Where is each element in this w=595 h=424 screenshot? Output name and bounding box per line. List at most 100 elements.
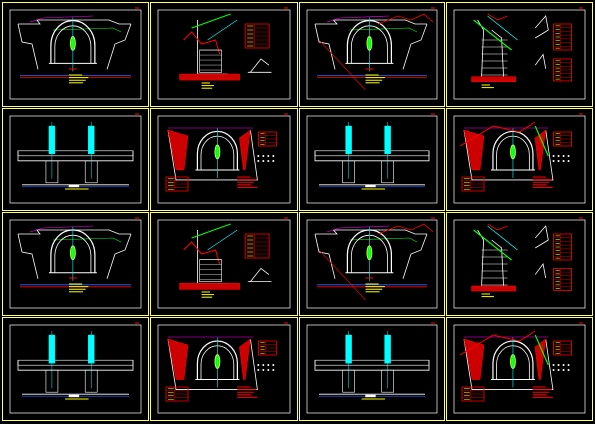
sheet-inner-border (9, 324, 142, 414)
portal-left-wall (17, 233, 39, 279)
title-mark (365, 394, 376, 398)
sheet-frame (150, 108, 298, 211)
drawing-sheet (446, 212, 593, 316)
pier-body (45, 369, 59, 393)
terrain-line (459, 121, 536, 147)
plan-deck (314, 359, 430, 366)
pier-body (84, 369, 98, 393)
pile-dot (552, 155, 555, 157)
pile-dot (257, 160, 260, 162)
sheet-inner-border (306, 324, 438, 414)
green-slope (191, 13, 231, 29)
pier-body (342, 160, 355, 184)
green-slope (191, 223, 231, 239)
pile-dot (272, 160, 275, 162)
sheet-inner-border (453, 219, 586, 309)
sheet-frame (2, 317, 149, 421)
sheet-inner-border (9, 219, 142, 309)
terrain-line (378, 223, 434, 235)
title-mark (68, 394, 80, 398)
red-fill-right (534, 338, 547, 380)
pier-body (84, 160, 98, 184)
pile-dot (562, 369, 565, 371)
red-fill-left (167, 338, 189, 380)
sheet-frame (446, 212, 593, 316)
terrain-line (487, 223, 508, 231)
red-fill-left (167, 129, 189, 171)
portal-outline (167, 129, 258, 181)
plan-deck (17, 359, 134, 366)
slope-line (29, 15, 93, 23)
sheet-inner-border (306, 115, 438, 204)
drawing-sheet (150, 108, 298, 211)
retaining-block (199, 259, 222, 282)
slope-cut-line (318, 249, 366, 301)
pile-dot (267, 369, 270, 371)
sheet-frame (2, 108, 149, 211)
slope-line (29, 225, 93, 233)
small-detail-2 (534, 263, 547, 279)
portal-left-wall (17, 23, 39, 70)
sheet-inner-border (157, 9, 291, 100)
sheet-frame (446, 317, 593, 421)
portal-right-wall (402, 233, 428, 279)
pile-dot (557, 155, 560, 157)
cyan-slope (207, 229, 238, 251)
sheet-frame (299, 2, 445, 107)
pile-dot (267, 160, 270, 162)
pile-dot (562, 155, 565, 157)
sheet-frame (446, 2, 593, 107)
drawing-sheet (299, 2, 445, 107)
slope-cut-line (318, 39, 366, 91)
foundation (179, 73, 240, 81)
red-fill-right (239, 338, 251, 380)
pile-dot (272, 155, 275, 157)
sheet-inner-border (453, 9, 586, 100)
plan-deck (17, 150, 134, 157)
sheet-inner-border (453, 324, 586, 414)
drawing-sheet (446, 2, 593, 107)
terrain-line (459, 330, 536, 356)
quantity-table (553, 233, 572, 261)
wall-profile (197, 20, 228, 75)
pile-dot (562, 364, 565, 366)
small-detail-2 (534, 53, 547, 69)
pile-dot (552, 160, 555, 162)
wall-profile (197, 230, 228, 284)
sheet-inner-border (9, 9, 142, 100)
drawing-sheet (150, 317, 298, 421)
wall-profile-2 (491, 239, 504, 287)
cyan-slope (207, 19, 238, 41)
portal-right-wall (106, 23, 132, 70)
title-mark (365, 184, 376, 188)
portal-outline (167, 338, 258, 390)
pier-body (381, 160, 394, 184)
drawing-sheet (2, 317, 149, 421)
pile-dot (272, 369, 275, 371)
foundation (471, 76, 516, 83)
sheet-inner-border (306, 9, 438, 100)
sheet-frame (2, 2, 149, 107)
drawing-sheet (2, 108, 149, 211)
green-slope (534, 334, 549, 366)
pile-dot (557, 364, 560, 366)
pile-dot (562, 160, 565, 162)
pile-dot (567, 160, 570, 162)
red-fill-left (463, 129, 485, 171)
sheet-inner-border (157, 115, 291, 204)
sheet-frame (446, 108, 593, 211)
drawing-sheet (299, 317, 445, 421)
quantity-table (553, 23, 572, 51)
pile-dot (567, 155, 570, 157)
sheet-frame (150, 2, 298, 107)
pile-dot (262, 155, 265, 157)
portal-right-wall (402, 23, 428, 70)
pile-dot (567, 364, 570, 366)
red-fill-right (534, 129, 547, 171)
small-detail (534, 15, 549, 39)
pile-dot (262, 364, 265, 366)
pile-dot (262, 160, 265, 162)
drawing-sheet (150, 212, 298, 316)
section-red (183, 241, 221, 265)
